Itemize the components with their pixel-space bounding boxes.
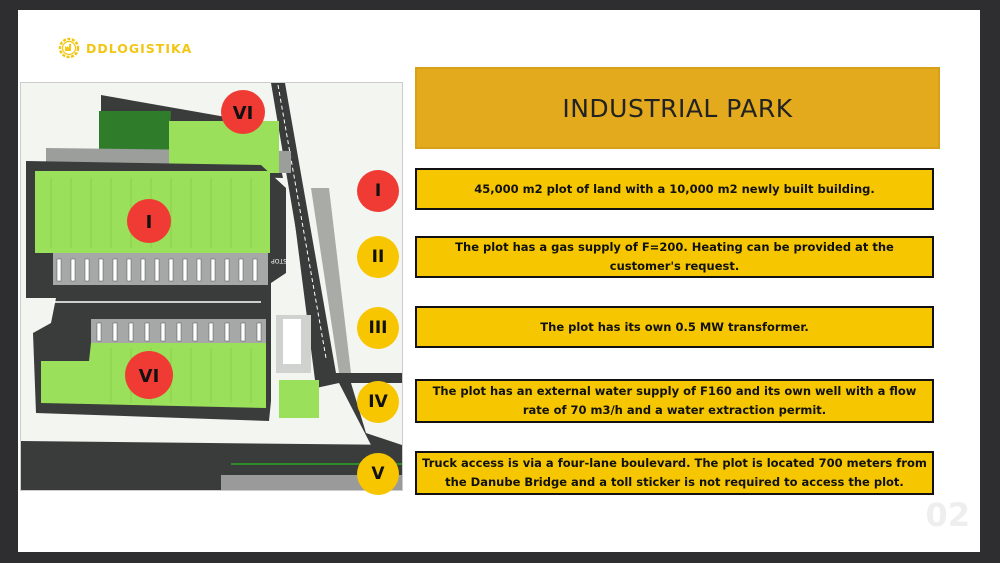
numeral-badge-ii: II (357, 236, 399, 278)
numeral-badge-i: I (357, 170, 399, 212)
site-plan-drawing: STOP VI I VI (21, 83, 402, 490)
plan-label-vi-top: VI (233, 103, 254, 124)
logo: DDLOGISTIKA (58, 37, 192, 59)
logo-text: DDLOGISTIKA (86, 40, 193, 56)
info-box-5: Truck access is via a four-lane boulevar… (415, 451, 934, 495)
slide: DDLOGISTIKA (18, 10, 980, 552)
page-number: 02 (925, 496, 970, 534)
stop-marking: STOP (271, 257, 287, 264)
info-box-1: 45,000 m2 plot of land with a 10,000 m2 … (415, 168, 934, 210)
numeral-badge-iii: III (357, 307, 399, 349)
info-box-4: The plot has an external water supply of… (415, 379, 934, 423)
numeral-badge-v: V (357, 453, 399, 495)
plan-label-vi-bottom: VI (139, 366, 160, 387)
numeral-badge-iv: IV (357, 381, 399, 423)
site-plan: STOP VI I VI (20, 82, 403, 491)
title-box: INDUSTRIAL PARK (415, 67, 940, 149)
info-box-3: The plot has its own 0.5 MW transformer. (415, 306, 934, 348)
info-box-2: The plot has a gas supply of F=200. Heat… (415, 236, 934, 278)
factory-gear-icon (58, 37, 80, 59)
page-title: INDUSTRIAL PARK (562, 93, 793, 123)
plan-label-i: I (146, 212, 153, 233)
